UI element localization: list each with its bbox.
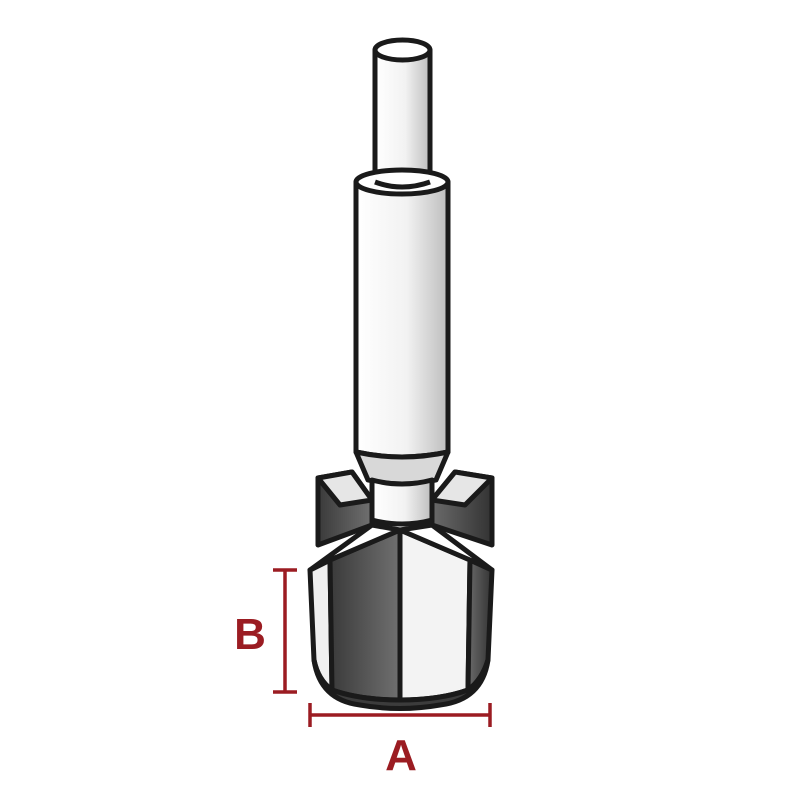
shank-top [372, 37, 433, 181]
neck [353, 449, 451, 527]
dimension-b [273, 568, 297, 694]
cutter-head [307, 469, 495, 711]
dimension-a [308, 703, 492, 727]
dimension-b-label: B [234, 610, 266, 659]
dimension-a-label: A [385, 731, 417, 780]
shank-main [353, 167, 451, 460]
